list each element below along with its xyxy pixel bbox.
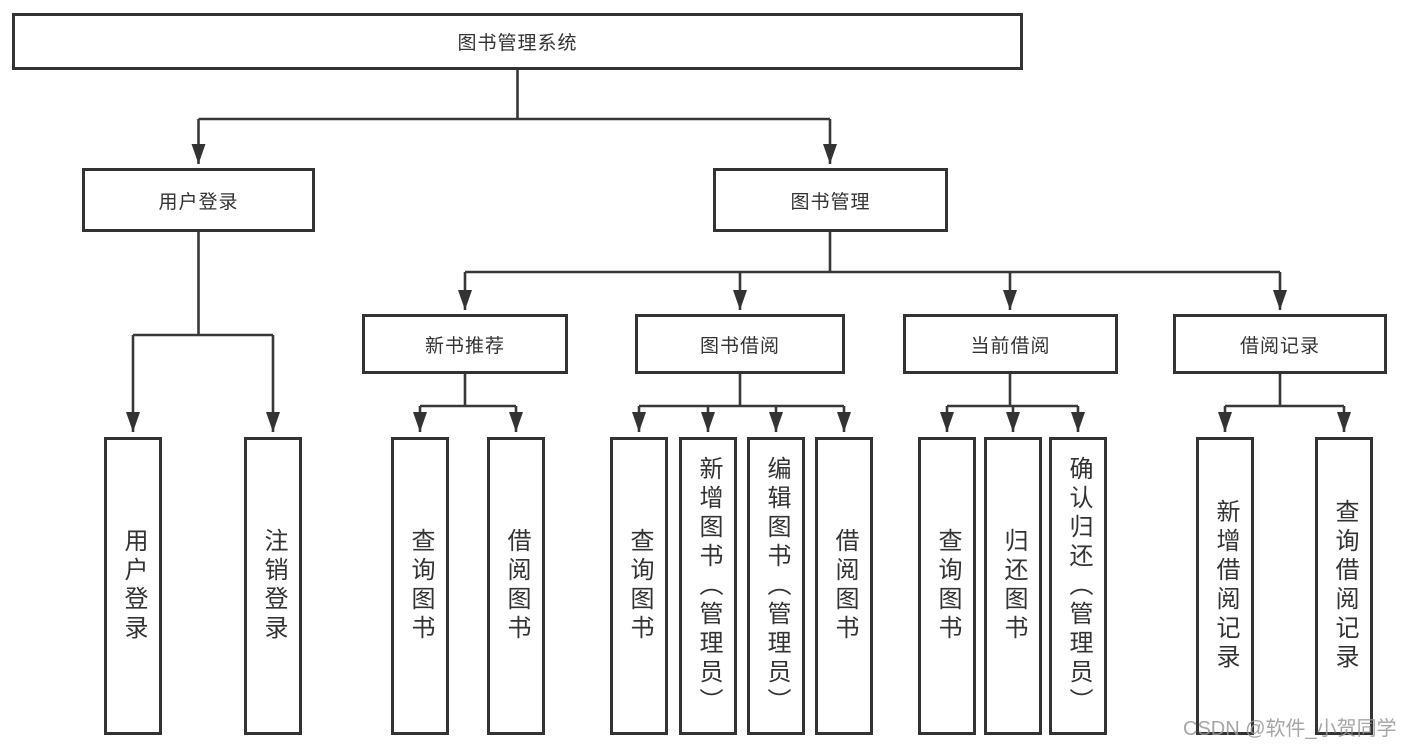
leaf-label: 用户登录 [120,528,147,644]
leaf-borrow-book: 借阅图书 [815,437,873,735]
node-root: 图书管理系统 [12,13,1023,70]
node-user-login: 用户登录 [82,168,315,232]
leaf-label: 借阅图书 [503,528,530,644]
leaf-query-borrow-record: 查询借阅记录 [1315,437,1373,735]
leaf-label: 查询借阅记录 [1331,499,1358,673]
leaf-edit-book-admin: 编辑图书（管理员） [747,437,805,735]
csdn-watermark: CSDN @软件_小贺同学 [1183,718,1397,740]
leaf-label: 归还图书 [1000,528,1027,644]
leaf-label: 编辑图书（管理员） [763,455,790,717]
leaf-label: 查询图书 [626,528,653,644]
node-borrow-records: 借阅记录 [1173,314,1387,374]
leaf-confirm-return-admin: 确认归还（管理员） [1049,437,1107,735]
leaf-borrow-book-recommend: 借阅图书 [487,437,545,735]
leaf-query-book-recommend: 查询图书 [391,437,449,735]
leaf-label: 查询图书 [934,528,961,644]
leaf-label: 借阅图书 [831,528,858,644]
node-current-borrow: 当前借阅 [903,314,1118,374]
leaf-add-book-admin: 新增图书（管理员） [679,437,737,735]
leaf-label: 确认归还（管理员） [1065,455,1092,717]
leaf-query-book-borrow: 查询图书 [610,437,668,735]
leaf-label: 新增图书（管理员） [695,455,722,717]
leaf-logout: 注销登录 [244,437,302,735]
leaf-label: 注销登录 [260,528,287,644]
leaf-user-login: 用户登录 [104,437,162,735]
leaf-label: 查询图书 [407,528,434,644]
leaf-add-borrow-record: 新增借阅记录 [1196,437,1254,735]
node-new-book-recommend: 新书推荐 [362,314,568,374]
leaf-query-book-current: 查询图书 [918,437,976,735]
node-book-borrow: 图书借阅 [635,314,845,374]
node-book-management: 图书管理 [713,168,948,232]
leaf-label: 新增借阅记录 [1212,499,1239,673]
leaf-return-book: 归还图书 [984,437,1042,735]
